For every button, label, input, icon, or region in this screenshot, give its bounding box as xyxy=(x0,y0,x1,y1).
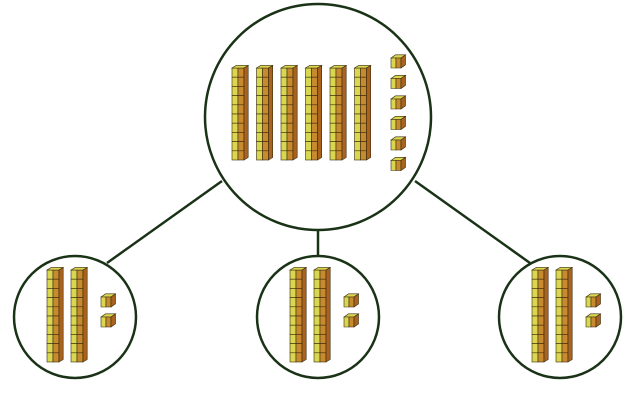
part-ten-rod xyxy=(45,266,65,363)
part-circle-group xyxy=(497,254,623,380)
whole-unit-cube xyxy=(390,74,407,90)
part-unit-cube xyxy=(100,313,117,328)
whole-ten-rod xyxy=(255,64,274,161)
part-unit-cube xyxy=(343,293,360,308)
part-ten-rod xyxy=(312,266,332,363)
whole-ten-rod xyxy=(304,64,323,161)
whole-ten-rod xyxy=(353,64,372,161)
part-circle-group xyxy=(12,254,138,380)
part-ten-rod xyxy=(530,266,550,363)
part-unit-cube xyxy=(585,293,602,308)
whole-unit-cube xyxy=(390,156,407,172)
whole-ten-rod xyxy=(328,64,348,161)
whole-unit-cube xyxy=(390,115,407,131)
part-unit-cube xyxy=(585,313,602,328)
part-ten-rod xyxy=(69,266,89,363)
part-ten-rod xyxy=(554,266,574,363)
whole-circle-group xyxy=(203,2,433,232)
part-circle-group xyxy=(255,254,381,380)
whole-unit-cube xyxy=(390,95,407,110)
whole-unit-cube xyxy=(390,136,407,151)
part-unit-cube xyxy=(100,293,117,308)
part-unit-cube xyxy=(343,313,360,328)
part-circles-group xyxy=(12,254,623,380)
whole-ten-rod xyxy=(230,64,250,161)
connector-line-left xyxy=(106,179,223,265)
connector-lines xyxy=(106,179,531,265)
whole-unit-cube xyxy=(390,54,407,69)
part-ten-rod xyxy=(288,266,308,363)
whole-ten-rod xyxy=(279,64,299,161)
connector-line-right xyxy=(414,179,531,265)
